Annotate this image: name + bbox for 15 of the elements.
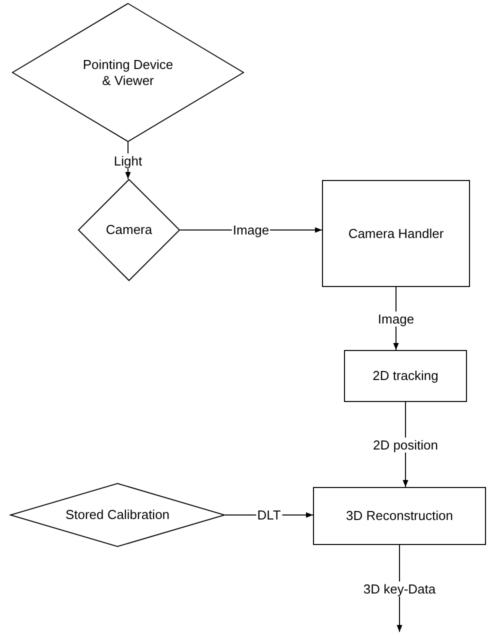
node-label: Pointing Device & Viewer [82, 56, 174, 88]
edge-label: Light [112, 153, 144, 168]
edge-label: Image [232, 222, 270, 238]
edge-label: 3D key-Data [362, 581, 437, 596]
process-box [344, 350, 467, 402]
edge-label: Image [376, 311, 416, 326]
process-box [322, 180, 470, 287]
process-box [313, 487, 486, 545]
edge-label: 2D position [372, 437, 440, 452]
node-label: Camera Handler [348, 226, 444, 242]
node-label: 3D Reconstruction [346, 508, 453, 524]
node-label: Camera [106, 222, 152, 238]
node-label: Stored Calibration [65, 507, 170, 523]
node-label: 2D tracking [372, 368, 438, 384]
edge-label: DLT [256, 508, 282, 522]
